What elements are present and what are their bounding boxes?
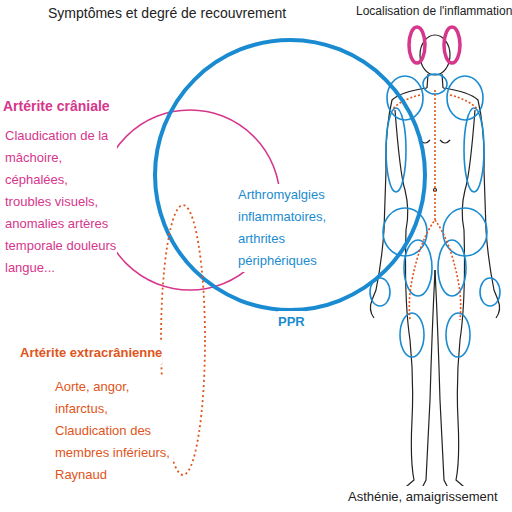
figure-heading: Localisation de l'inflammation <box>356 0 512 22</box>
symptom-list: Arthromyalgies inflammatoires, arthrites… <box>238 184 348 272</box>
group-heading: Artérite extracrânienne <box>20 342 162 364</box>
ppr-circle: Arthromyalgies inflammatoires, arthrites… <box>150 36 432 336</box>
outline-ellipse <box>155 40 425 310</box>
diagram-title: Symptômes et degré de recouvrement <box>48 2 286 24</box>
group-heading: Artérite crâniale <box>3 95 110 117</box>
symptom-list: Aorte, angor, infarctus, Claudication de… <box>55 376 173 486</box>
symptom-list: Claudication de la mâchoire, céphalées, … <box>5 125 117 279</box>
group-heading: PPR <box>278 311 305 333</box>
general-symptoms: Asthénie, amaigrissement <box>348 486 498 508</box>
